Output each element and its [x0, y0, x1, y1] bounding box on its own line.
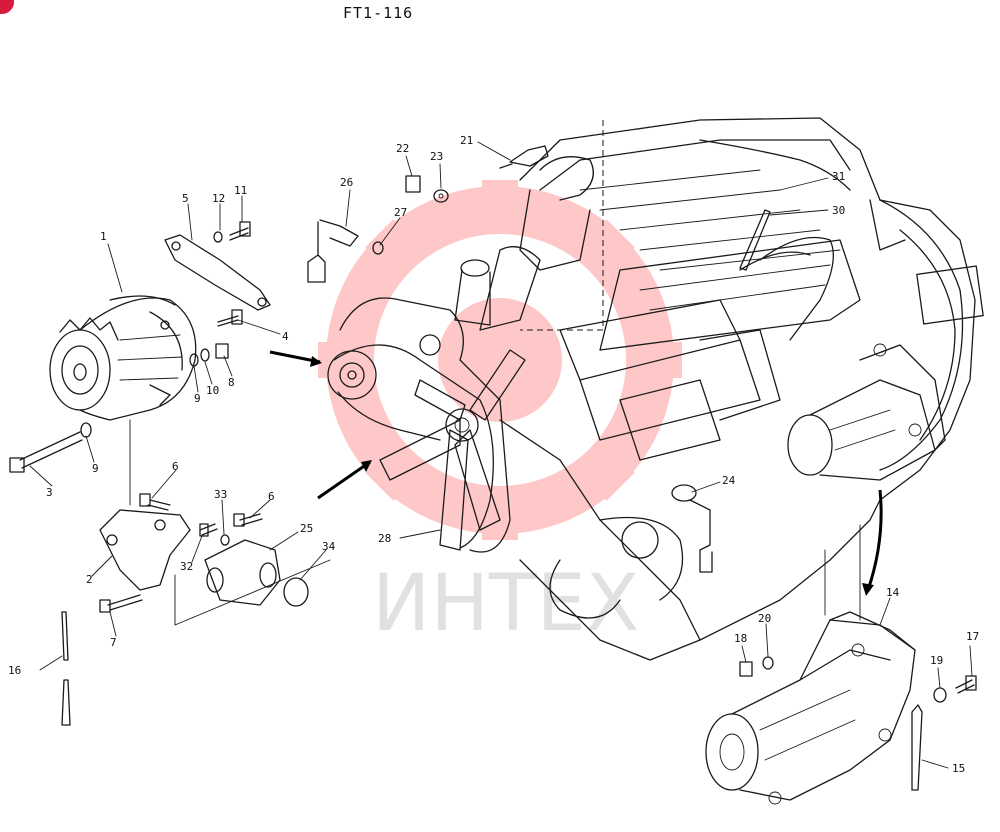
callout-18: 18: [734, 632, 747, 645]
arrow-head-2: [361, 460, 372, 472]
callout-26: 26: [340, 176, 353, 189]
callout-16: 16: [8, 664, 21, 677]
arrow-head-1: [310, 356, 322, 367]
callout-1: 1: [100, 230, 107, 243]
alternator: [49, 295, 197, 421]
watermark-gear-ring: [326, 186, 674, 534]
callout-27: 27: [394, 206, 407, 219]
callout-4: 4: [282, 330, 289, 343]
callout-31: 31: [832, 170, 845, 183]
arrow-starter: [866, 489, 883, 591]
starter-mounted: [787, 343, 946, 481]
callout-5: 5: [182, 192, 189, 205]
arrow-head-3: [862, 583, 874, 596]
callout-labels: 1 2 3 4 5 6 6 7 8 9 9 10 11 12 14 15 16 …: [8, 134, 979, 775]
callout-30: 30: [832, 204, 845, 217]
callout-28: 28: [378, 532, 391, 545]
watermark-logo: [318, 180, 682, 540]
callout-3: 3: [46, 486, 53, 499]
callout-33: 33: [214, 488, 227, 501]
callout-32: 32: [180, 560, 193, 573]
callout-34: 34: [322, 540, 336, 553]
callout-12: 12: [212, 192, 225, 205]
callout-7: 7: [110, 636, 117, 649]
callout-9b: 9: [92, 462, 99, 475]
callout-20: 20: [758, 612, 771, 625]
callout-11: 11: [234, 184, 247, 197]
callout-24: 24: [722, 474, 736, 487]
callout-2: 2: [86, 573, 93, 586]
sensor-parts: [307, 145, 549, 283]
callout-21: 21: [460, 134, 473, 147]
callout-15: 15: [952, 762, 965, 775]
callout-14: 14: [886, 586, 900, 599]
water-inlet-assembly: [174, 513, 331, 626]
callout-17: 17: [966, 630, 979, 643]
alternator-hardware: [9, 221, 251, 506]
adjusting-bracket: [164, 234, 271, 311]
watermark-gear-hub: [438, 298, 562, 422]
callout-23: 23: [430, 150, 443, 163]
callout-25: 25: [300, 522, 313, 535]
callout-9a: 9: [194, 392, 201, 405]
oil-pressure-switch: [671, 484, 713, 573]
engine-block: [454, 117, 984, 661]
starter-motor: [705, 524, 916, 805]
leader-lines: [29, 141, 973, 769]
diagram-code: FT1-116: [343, 4, 413, 22]
arrow-inlet: [317, 460, 371, 500]
callout-6a: 6: [172, 460, 179, 473]
callout-8: 8: [228, 376, 235, 389]
callout-22: 22: [396, 142, 409, 155]
corner-marker: [0, 0, 14, 14]
callout-6b: 6: [268, 490, 275, 503]
callout-10: 10: [206, 384, 219, 397]
callout-19: 19: [930, 654, 943, 667]
starter-hardware: [61, 611, 977, 791]
alternator-mounting-bracket: [99, 493, 191, 613]
fan-assembly: [327, 297, 526, 553]
glow-plug: [739, 209, 771, 271]
watermark-text: ИНТЕХ: [372, 559, 639, 649]
